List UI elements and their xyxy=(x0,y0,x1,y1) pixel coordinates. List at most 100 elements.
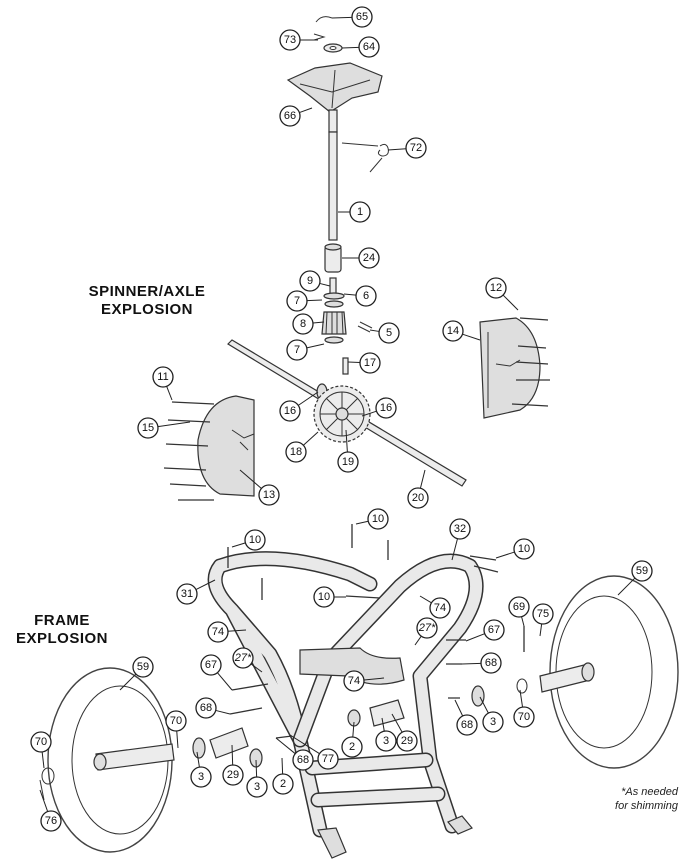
callout-circle xyxy=(405,137,427,159)
callout-circle xyxy=(375,730,397,752)
callout-circle xyxy=(222,764,244,786)
part-callout: 11 xyxy=(152,366,174,388)
part-callout: 10 xyxy=(367,508,389,530)
callout-number: 3 xyxy=(490,716,496,728)
callout-leader xyxy=(255,759,258,778)
callout-number: 20 xyxy=(412,492,424,504)
part-callout: 2 xyxy=(341,736,363,758)
callout-number: 11 xyxy=(157,371,168,383)
callout-number: 67 xyxy=(488,624,500,636)
part-callout: 74 xyxy=(207,621,229,643)
part-callout: 6 xyxy=(355,285,377,307)
part-callout: 59 xyxy=(631,560,653,582)
part-callout: 67 xyxy=(483,619,505,641)
callout-circle xyxy=(456,714,478,736)
callout-leader xyxy=(39,789,49,812)
callout-number: 68 xyxy=(461,719,473,731)
callout-number: 10 xyxy=(249,534,261,546)
part-callout: 27* xyxy=(232,647,254,669)
callout-number: 2 xyxy=(349,741,355,753)
callout-number: 67 xyxy=(205,659,217,671)
callout-circle xyxy=(407,487,429,509)
part-callout: 14 xyxy=(442,320,464,342)
callout-number: 13 xyxy=(263,489,275,501)
callout-leader xyxy=(250,663,263,673)
part-callout: 1 xyxy=(349,201,371,223)
callout-number: 10 xyxy=(518,543,530,555)
spinner-axle-section-title: SPINNER/AXLE EXPLOSION xyxy=(88,283,206,318)
wheel-left-artwork xyxy=(39,667,175,853)
callout-leader xyxy=(361,410,377,417)
part-callout: 15 xyxy=(137,417,159,439)
part-callout: 19 xyxy=(337,451,359,473)
callout-number: 66 xyxy=(284,110,296,122)
callout-leader xyxy=(363,677,385,681)
callout-number: 77 xyxy=(322,753,334,765)
callout-circle xyxy=(429,597,451,619)
callout-number: 68 xyxy=(297,754,309,766)
callout-number: 69 xyxy=(513,601,525,613)
callout-leader xyxy=(297,391,319,406)
callout-circle xyxy=(279,400,301,422)
part-callout: 73 xyxy=(279,29,301,51)
callout-number: 1 xyxy=(357,206,363,218)
part-callout: 32 xyxy=(449,518,471,540)
callout-leader xyxy=(166,386,173,401)
callout-leader xyxy=(539,623,543,637)
callout-leader xyxy=(195,579,216,590)
callout-number: 12 xyxy=(490,282,502,294)
callout-leader xyxy=(451,538,458,561)
callout-number: 24 xyxy=(363,252,375,264)
part-callout: 7 xyxy=(286,339,308,361)
frame-assembly-artwork xyxy=(192,524,525,859)
callout-circle xyxy=(508,596,530,618)
callout-circle xyxy=(286,290,308,312)
callout-number: 31 xyxy=(181,588,193,600)
part-callout: 3 xyxy=(190,766,212,788)
callout-leader xyxy=(462,333,481,341)
callout-leader xyxy=(281,757,284,775)
callout-circle xyxy=(244,529,266,551)
callout-circle xyxy=(258,484,280,506)
part-callout: 2 xyxy=(272,773,294,795)
callout-leader xyxy=(343,293,357,296)
part-callout: 70 xyxy=(30,731,52,753)
part-callout: 74 xyxy=(429,597,451,619)
callout-circle xyxy=(449,518,471,540)
part-callout: 29 xyxy=(396,730,418,752)
callout-circle xyxy=(286,339,308,361)
callout-leader xyxy=(521,616,525,627)
callout-leader xyxy=(341,46,360,49)
callout-leader xyxy=(345,429,348,453)
callout-number: 5 xyxy=(386,327,392,339)
callout-number: 29 xyxy=(401,735,413,747)
part-callout: 68 xyxy=(292,749,314,771)
callout-number: 17 xyxy=(364,357,376,369)
callout-circle xyxy=(279,29,301,51)
part-callout: 20 xyxy=(407,487,429,509)
callout-circle xyxy=(299,270,321,292)
callout-leader xyxy=(303,431,319,446)
callout-leader xyxy=(41,751,45,769)
callout-circle xyxy=(359,352,381,374)
callout-number: 59 xyxy=(137,661,149,673)
callout-leader xyxy=(381,717,385,732)
callout-number: 3 xyxy=(198,771,204,783)
callout-number: 70 xyxy=(35,736,47,748)
callout-leader xyxy=(352,721,355,738)
part-callout: 72 xyxy=(405,137,427,159)
callout-leader xyxy=(347,361,361,364)
callout-leader xyxy=(312,321,325,324)
callout-circle xyxy=(190,766,212,788)
callout-number: 29 xyxy=(227,769,239,781)
callout-number: 27* xyxy=(234,652,252,664)
callout-number: 2 xyxy=(280,778,286,790)
part-callout: 3 xyxy=(482,711,504,733)
callout-number: 7 xyxy=(294,344,300,356)
callout-circle xyxy=(132,656,154,678)
callout-circle xyxy=(513,706,535,728)
callout-circle xyxy=(375,397,397,419)
callout-circle xyxy=(396,730,418,752)
